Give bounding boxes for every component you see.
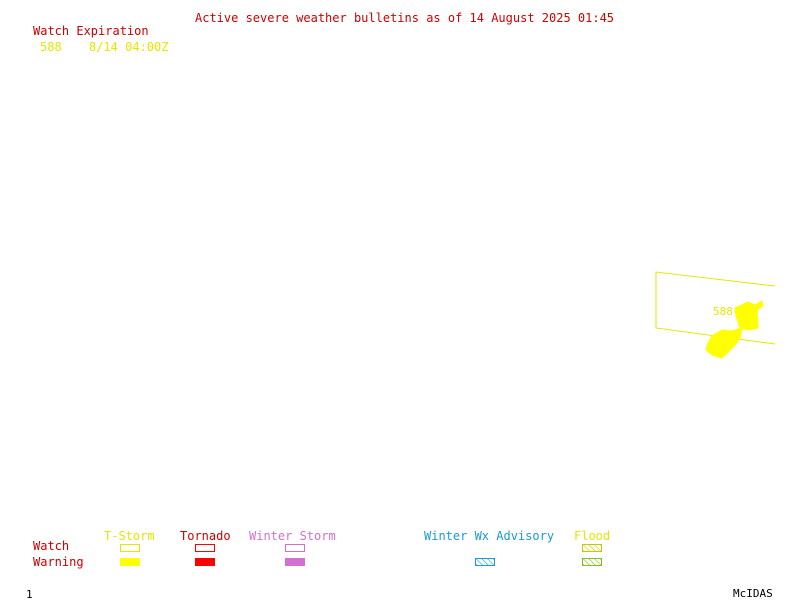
mcidas-brand: McIDAS (733, 587, 773, 600)
legend-winter-storm-watch-swatch (285, 544, 305, 552)
legend-tstorm-label: T-Storm (104, 529, 155, 543)
legend-tstorm-watch-swatch (120, 544, 140, 552)
legend-tstorm-warning-swatch (120, 558, 140, 566)
watch-number-map-label: 588 (713, 305, 733, 318)
bulletin-title: Active severe weather bulletins as of 14… (195, 11, 615, 25)
legend-winter-storm-label: Winter Storm (249, 529, 336, 543)
tstorm-warning-area (705, 327, 743, 359)
tstorm-warning-area (734, 300, 764, 331)
watch-expiration-heading: Watch Expiration (33, 24, 149, 38)
legend-row-watch-label: Watch (33, 539, 70, 553)
watch-expiration-time: 8/14 04:00Z (89, 40, 169, 54)
legend-flood-label: Flood (574, 529, 611, 543)
legend-tornado-label: Tornado (180, 529, 231, 543)
legend-row-warning-label: Warning (33, 555, 84, 569)
legend-flood-warning-swatch (582, 558, 602, 566)
legend-tornado-watch-swatch (195, 544, 215, 552)
legend-winter-wx-advisory-swatch (475, 558, 495, 566)
watch-number: 588 (40, 40, 62, 54)
frame-number: 1 (26, 588, 33, 601)
legend-winter-wx-advisory-label: Winter Wx Advisory (424, 529, 555, 543)
legend-flood-watch-swatch (582, 544, 602, 552)
legend-winter-storm-warning-swatch (285, 558, 305, 566)
legend-tornado-warning-swatch (195, 558, 215, 566)
